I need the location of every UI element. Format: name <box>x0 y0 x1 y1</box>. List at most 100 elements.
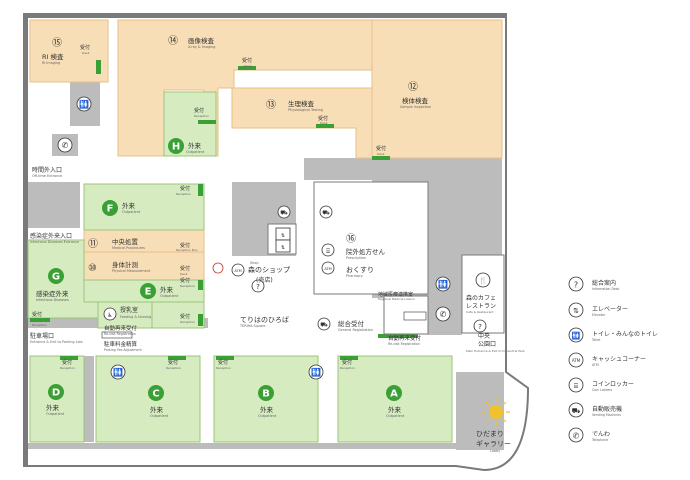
locker-icon[interactable] <box>321 243 335 257</box>
atm-icon[interactable] <box>231 263 245 277</box>
badge-D: D <box>48 384 64 400</box>
room-H-name: 外来 <box>188 141 202 150</box>
nursing-icon[interactable] <box>103 307 117 321</box>
legend-phone-icon: ✆ <box>573 432 580 441</box>
vending-icon-glyph: ⛟ <box>280 210 288 217</box>
room-G-sub: Infectious Diseases <box>36 298 69 302</box>
auto-reentry-en: Re-visit Registration <box>104 332 136 336</box>
room-C-sub: Outpatient <box>150 414 169 418</box>
shop-en: Shop <box>250 261 259 265</box>
room-A-desk-sub: Reception <box>340 366 355 370</box>
nursing-name: 授乳室 <box>120 306 138 314</box>
restroom-icon-4[interactable] <box>308 364 324 380</box>
reentry-machines[interactable] <box>101 331 133 339</box>
elevator-icon-glyph-2: ⇅ <box>281 245 285 251</box>
badge-B: B <box>258 385 274 401</box>
phone-icon-2-glyph: ✆ <box>440 310 447 319</box>
corridor-left-block <box>28 182 80 228</box>
room-A-desk: 受付 <box>342 359 352 366</box>
room-F-desk-sub: Reception <box>176 192 191 196</box>
reception-bar-B <box>216 356 234 360</box>
reception-bar-A <box>340 356 358 360</box>
room-12-sub: Sample Inspection <box>400 105 431 109</box>
cafe-area <box>461 254 505 334</box>
bottom-corridor-dark <box>84 356 94 442</box>
restroom-icon-3-glyph: 🚻 <box>113 367 123 377</box>
svg-text:コインロッカー: コインロッカー <box>592 381 634 388</box>
room-10-sub: Physical Measurement <box>112 269 151 273</box>
reception-bar-D <box>60 356 78 360</box>
vending-icon-2[interactable] <box>319 205 333 219</box>
room-A-sub: Outpatient <box>386 414 405 418</box>
restroom-icon-2[interactable] <box>435 276 451 292</box>
room-labels: ⑮ RI 検査 RI Imaging 受付 Desk ⑭ 画像検査 X-ray … <box>30 35 525 453</box>
sun-icon <box>489 405 503 419</box>
room-10-name: 身体計測 <box>112 260 138 269</box>
infect-entrance-jp: 感染症外来入口 <box>30 232 72 240</box>
atm-icon-label: ATM <box>234 269 241 273</box>
room-15-desk: 受付 <box>80 44 90 51</box>
cafe-en: Cafe & Restaurant <box>466 310 494 314</box>
gallery-name: ひだまり <box>476 430 504 438</box>
room-D-desk: 受付 <box>62 359 72 366</box>
shop-name-2: (売店) <box>256 276 273 284</box>
elevator-icon-glyph: ⇅ <box>281 233 285 239</box>
room-H-sub: Outpatient <box>186 150 205 154</box>
room-13-sub: Physiological Testing <box>288 108 323 112</box>
room-G-desk-sub: Reception <box>32 323 47 327</box>
svg-text:Coin Lockers: Coin Lockers <box>592 388 613 392</box>
room-14-desk-sub: Desk <box>244 64 252 68</box>
left-wall <box>24 14 28 466</box>
nursing-sub: Feeding & Nursing <box>120 315 151 319</box>
atm-icon-2[interactable] <box>321 261 335 275</box>
room-14-desk: 受付 <box>242 57 252 64</box>
room-11-desk: 受付 <box>180 242 190 249</box>
room-13-number: ⑬ <box>266 99 276 111</box>
phone-icon-glyph: ✆ <box>62 141 69 150</box>
badge-F: F <box>102 200 118 216</box>
atm-icon-2-label: ATM <box>324 267 331 271</box>
room-12-number: ⑫ <box>408 81 418 93</box>
room-15-desk-sub: Desk <box>82 51 90 55</box>
room-11-name: 中央処置 <box>112 237 139 246</box>
legend-item-atm: ATM キャッシュコーナー ATM <box>568 352 646 368</box>
info-icon-2[interactable] <box>473 319 487 333</box>
room-12-desk-sub: Desk <box>377 152 385 156</box>
room-13-desk-sub: Desk <box>320 121 328 125</box>
room-16-name2: おくすり <box>346 266 374 274</box>
legend-item-vending: ⛟ 自動販売機 Vending Machines <box>568 402 622 418</box>
vending-icon-3[interactable] <box>317 317 331 331</box>
reentry-machines-2[interactable] <box>403 311 427 321</box>
svg-text:自動販売機: 自動販売機 <box>592 405 622 413</box>
reception-bar-13 <box>316 124 334 128</box>
cafe-icon[interactable] <box>475 272 491 288</box>
room-13 <box>231 87 373 159</box>
legend-item-locker: ⌸ コインロッカー Coin Lockers <box>568 377 634 393</box>
auto-reentry2-jp: 自動再来受付 <box>388 334 422 342</box>
phone-icon-2[interactable] <box>435 306 451 322</box>
vending-icon-2-glyph: ⛟ <box>322 210 330 217</box>
room-14-name: 画像検査 <box>188 36 215 45</box>
room-12-desk: 受付 <box>376 145 386 152</box>
cafe-icon-glyph: 🍴 <box>479 276 488 285</box>
svg-text:Telephone: Telephone <box>591 438 608 442</box>
restroom-icon[interactable] <box>76 96 92 112</box>
svg-text:総合案内: 総合案内 <box>592 279 616 287</box>
central-name: 中央 <box>478 332 490 340</box>
room-F-sub: Outpatient <box>122 210 141 214</box>
offtime-entrance-en: Off-time Entrance <box>32 174 62 178</box>
locker-icon-glyph: ⌸ <box>326 248 330 255</box>
nursing-icon-glyph: ♿ <box>107 312 112 319</box>
vending-icon[interactable] <box>277 205 291 219</box>
restroom-icon-4-glyph: 🚻 <box>311 367 321 377</box>
room-G-name: 感染症外来 <box>36 289 69 298</box>
phone-icon[interactable] <box>57 137 73 153</box>
info-icon[interactable] <box>251 279 265 293</box>
restroom-icon-3[interactable] <box>110 364 126 380</box>
room-11-desk-sub: Reception Box <box>176 248 198 252</box>
elevator-icon-2[interactable] <box>275 239 291 253</box>
legend-item-info: ? 総合案内 Information Desk <box>568 276 620 292</box>
cafe-name: 森のカフェ <box>466 294 496 302</box>
badge-E: E <box>140 283 156 299</box>
